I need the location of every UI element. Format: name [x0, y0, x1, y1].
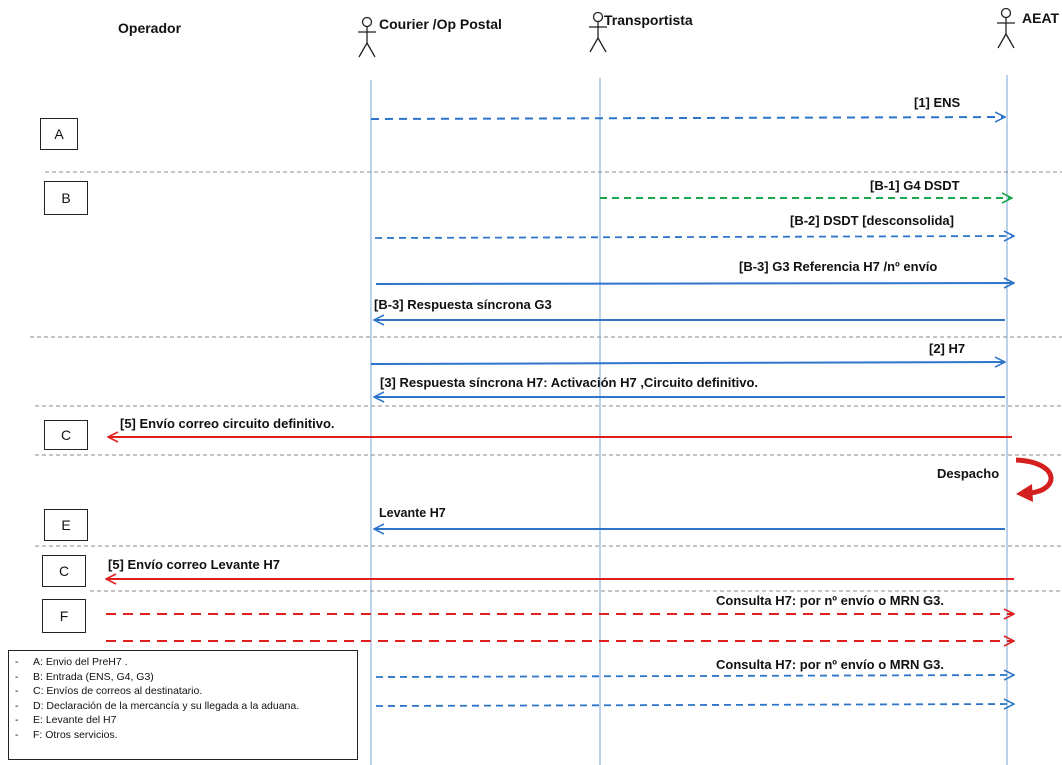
section-box-e: E [44, 509, 88, 541]
msg-consulta-2: Consulta H7: por nº envío o MRN G3. [716, 657, 944, 672]
legend-item: -C: Envíos de correos al destinatario. [15, 685, 203, 698]
legend-text: D: Declaración de la mercancía y su lleg… [33, 699, 300, 712]
msg-b3: [B-3] G3 Referencia H7 /nº envío [739, 259, 938, 274]
legend-text: B: Entrada (ENS, G4, G3) [33, 670, 154, 683]
section-box-b: B [44, 181, 88, 215]
legend-item: -A: Envio del PreH7 . [15, 656, 128, 668]
legend-item: -D: Declaración de la mercancía y su lle… [15, 699, 300, 712]
legend-item: -B: Entrada (ENS, G4, G3) [15, 670, 154, 683]
legend-item: -E: Levante del H7 [15, 714, 117, 727]
actor-aeat-icon [997, 7, 1015, 49]
msg-b2: [B-2] DSDT [desconsolida] [790, 213, 954, 228]
arrow-h7 [370, 362, 1005, 364]
actor-aeat-label: AEAT [1022, 10, 1060, 26]
msg-correo-levante: [5] Envío correo Levante H7 [108, 557, 280, 572]
arrow-b2-dsdt [374, 236, 1014, 238]
arrow-ens [370, 117, 1005, 119]
arrow-consulta-blue-1 [375, 675, 1014, 677]
actor-transportista-icon [589, 11, 607, 53]
section-box-a: A [40, 118, 78, 150]
actor-courier-label: Courier /Op Postal [379, 16, 502, 32]
despacho-loop-icon [1015, 457, 1054, 502]
msg-consulta-1: Consulta H7: por nº envío o MRN G3. [716, 593, 944, 608]
legend-text: A: Envio del PreH7 . [33, 656, 128, 668]
msg-h7: [2] H7 [929, 341, 966, 356]
arrow-consulta-blue-2 [375, 704, 1014, 706]
msg-levante-h7: Levante H7 [379, 506, 446, 520]
section-box-c1: C [44, 420, 88, 450]
msg-b3-response: [B-3] Respuesta síncrona G3 [374, 297, 552, 312]
section-box-c2: C [42, 555, 86, 587]
msg-ens: [1] ENS [914, 95, 961, 110]
msg-b1: [B-1] G4 DSDT [870, 178, 960, 193]
legend-box: -A: Envio del PreH7 . -B: Entrada (ENS, … [8, 650, 358, 760]
msg-h7-response: [3] Respuesta síncrona H7: Activación H7… [380, 375, 759, 390]
section-box-f: F [42, 599, 86, 633]
legend-text: C: Envíos de correos al destinatario. [33, 685, 203, 698]
legend-item: -F: Otros servicios. [15, 728, 118, 741]
actor-courier-icon [358, 16, 376, 58]
msg-despacho: Despacho [937, 466, 1000, 481]
actor-operador-label: Operador [118, 20, 182, 36]
legend-text: E: Levante del H7 [33, 714, 117, 727]
msg-correo-definitivo: [5] Envío correo circuito definitivo. [120, 416, 335, 431]
arrow-b3-g3 [375, 283, 1014, 284]
legend-text: F: Otros servicios. [33, 728, 118, 741]
actor-transportista-label: Transportista [604, 12, 693, 28]
